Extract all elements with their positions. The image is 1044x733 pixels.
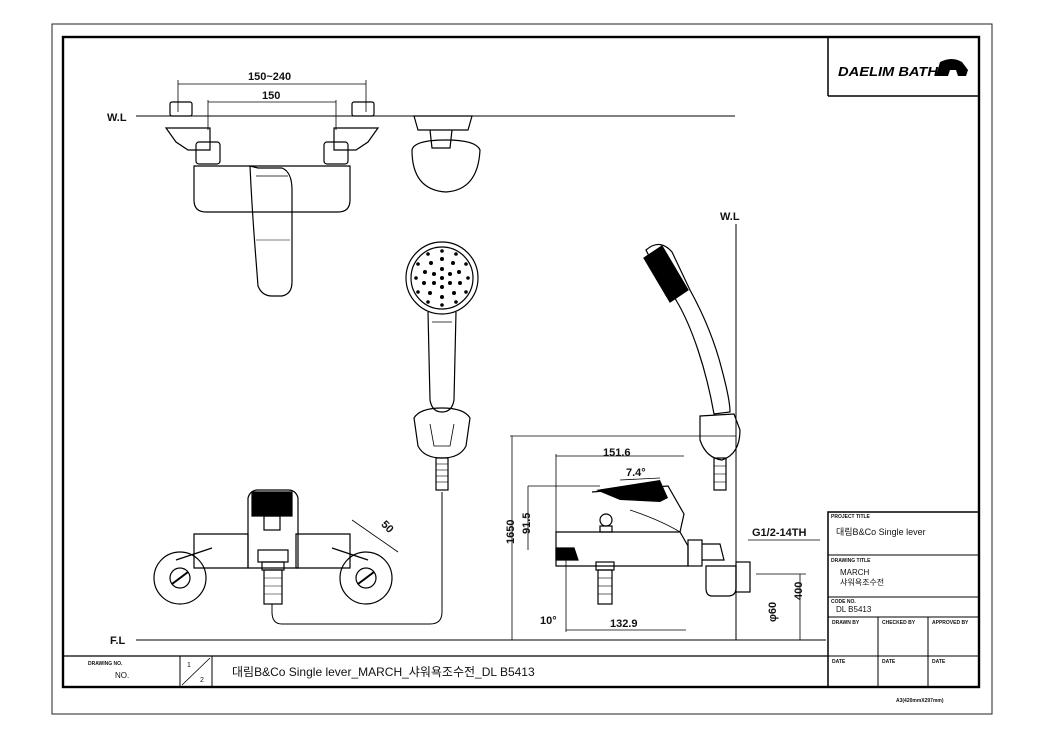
brand-logo: DAELIM BATH [827,37,979,97]
logo-text: DAELIM BATH [838,64,939,79]
dim-tilt: 10° [540,615,557,627]
outer-frame [51,23,993,715]
drawing-description: 대림B&Co Single lever_MARCH_샤워욕조수전_DL B541… [232,665,535,679]
code-no-label: CODE NO. [831,599,856,605]
drawing-title-line2: 샤워욕조수전 [840,577,884,587]
project-title-value: 대림B&Co Single lever [836,526,926,537]
date-label-2: DATE [882,659,896,665]
drawing-number-bar: DRAWING NO. NO. 1 2 대림B&Co Single lever_… [63,655,828,687]
dim-pipe-height: 400 [793,582,805,600]
dim-spout-length: 151.6 [603,447,631,459]
fl-label: F.L [110,635,126,647]
faucet-side-view [510,435,820,640]
shower-hose [271,492,443,625]
dim-base-length: 132.9 [610,618,638,630]
top-view-faucet [164,80,380,297]
inner-frame [61,35,981,689]
checked-by-label: CHECKED BY [882,620,916,626]
wl-label-left: W.L [107,112,127,124]
dim-pipe-dia: φ60 [767,602,779,622]
wall-bracket-top [411,115,481,193]
sheet-total: 2 [200,677,204,684]
faucet-front-view [153,489,399,605]
title-block: PROJECT TITLE 대림B&Co Single lever DRAWIN… [827,511,980,704]
floor-level-line: F.L [110,635,826,647]
hand-shower-side [643,224,741,640]
dim-body-height: 91.5 [521,513,533,534]
dim-span-range: 150~240 [248,71,291,83]
date-label-1: DATE [832,659,846,665]
code-no-value: DL B5413 [836,605,872,614]
dim-span: 150 [262,90,280,102]
bear-logo-icon [936,59,968,76]
sheet-size: A3(420mmX297mm) [896,698,944,704]
shower-nozzles [414,249,470,307]
drawing-title-line1: MARCH [840,568,870,577]
project-title-label: PROJECT TITLE [831,514,871,520]
dim-install-height: 1650 [505,520,517,544]
drawn-by-label: DRAWN BY [832,620,860,626]
sheet-number: 1 [187,662,191,669]
wl-label-right: W.L [720,211,740,223]
hand-shower-front [405,241,479,491]
drawing-no-label: DRAWING NO. [88,661,123,667]
no-label: NO. [115,671,129,680]
dim-angle: 7.4° [626,467,646,479]
dim-thread: G1/2-14TH [752,527,806,539]
drawing-title-label: DRAWING TITLE [831,558,871,564]
date-label-3: DATE [932,659,946,665]
approved-by-label: APPROVED BY [932,620,969,626]
